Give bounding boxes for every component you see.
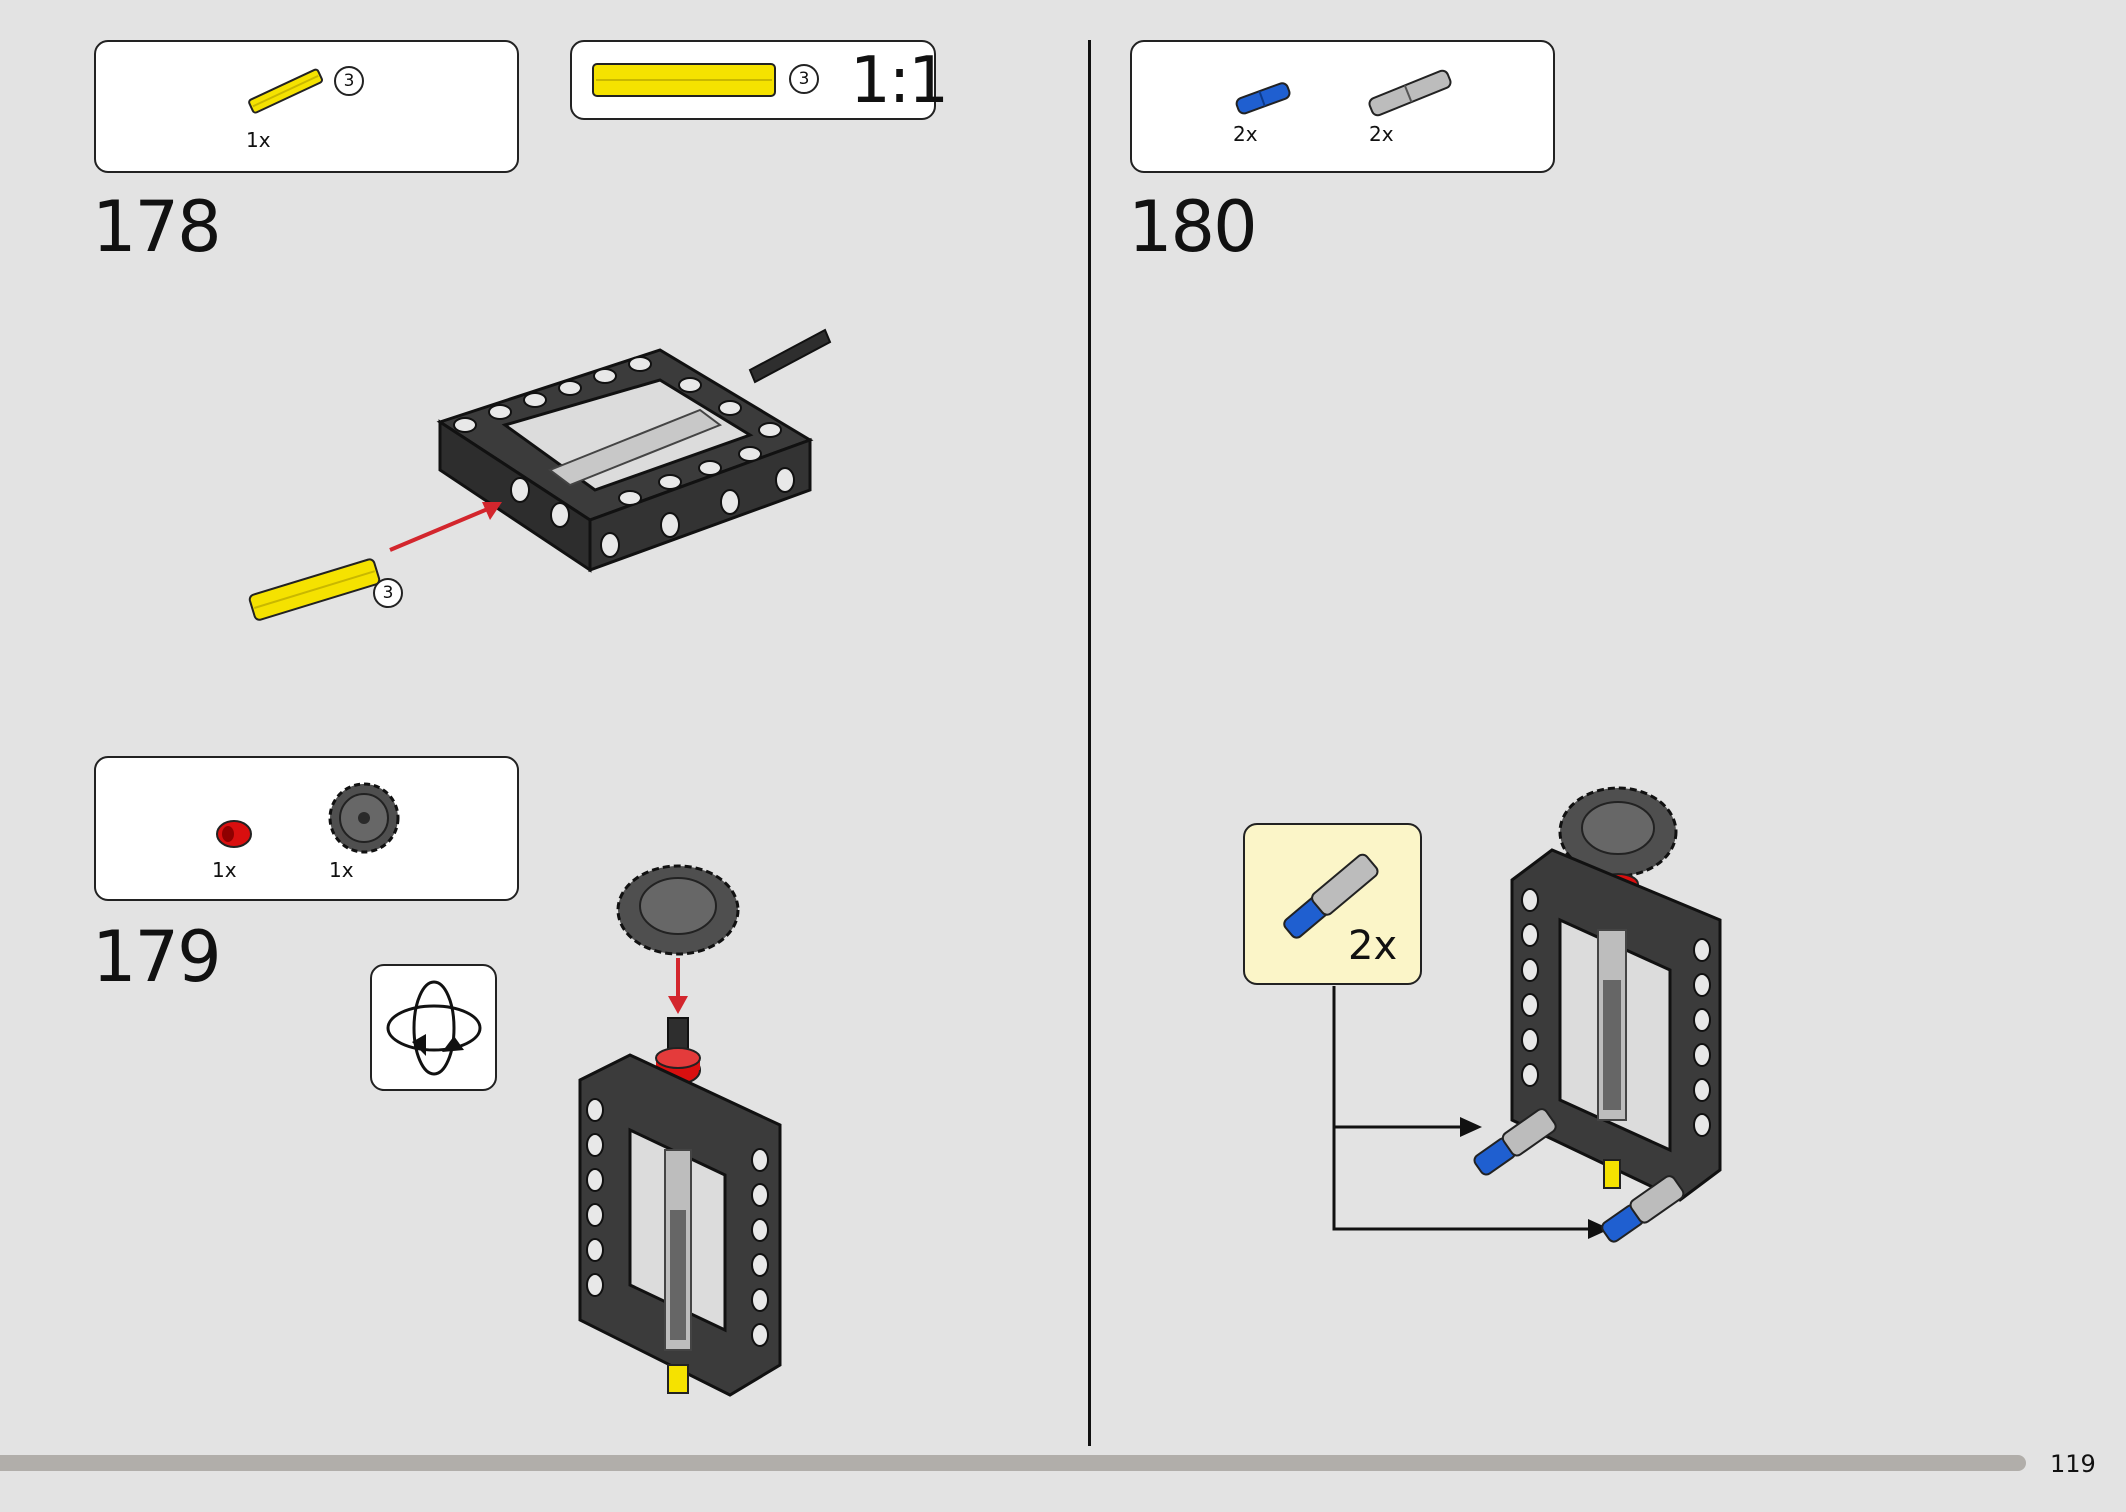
red-bush-qty: 1x xyxy=(212,858,237,882)
gray-axle-pin-qty: 2x xyxy=(1369,122,1394,146)
gear-part xyxy=(328,782,400,854)
scale-length-badge: 3 xyxy=(789,64,819,94)
gray-axle-pin-part xyxy=(1368,69,1452,117)
parts-box-step-179: 1x 1x xyxy=(94,756,519,901)
step-number-179: 179 xyxy=(92,916,222,998)
scale-callout: 3 1:1 xyxy=(570,40,949,120)
blue-pin-part xyxy=(1235,82,1291,115)
frame-assembly-180 xyxy=(1332,786,1722,1243)
yellow-axle-part xyxy=(248,68,323,114)
step-number-178: 178 xyxy=(92,186,222,268)
subassembly-callout: 2x xyxy=(1243,823,1422,985)
axle-length-badge: 3 xyxy=(334,66,364,96)
axle-length-badge-annotation: 3 xyxy=(373,578,403,608)
parts-box-step-180: 2x 2x xyxy=(1130,40,1555,173)
gear-qty: 1x xyxy=(329,858,354,882)
subassembly-qty: 2x xyxy=(1348,923,1398,969)
red-bush-part xyxy=(216,820,252,848)
rotate-model-icon xyxy=(370,964,497,1091)
frame-assembly-179 xyxy=(578,864,782,1397)
rotate-icon xyxy=(386,980,482,1076)
parts-box-step-178: 3 1x xyxy=(94,40,519,173)
page-number: 119 xyxy=(2050,1450,2096,1478)
axle-1to1-outline xyxy=(592,63,776,97)
scale-ratio: 1:1 xyxy=(850,44,949,118)
subassembly-pins xyxy=(1283,853,1379,939)
blue-pin-qty: 2x xyxy=(1233,122,1258,146)
page-divider xyxy=(1088,40,1091,1446)
step-number-180: 180 xyxy=(1128,186,1258,268)
frame-assembly-178 xyxy=(248,328,832,621)
page-progress-bar xyxy=(0,1455,2026,1471)
part-qty: 1x xyxy=(246,128,271,152)
